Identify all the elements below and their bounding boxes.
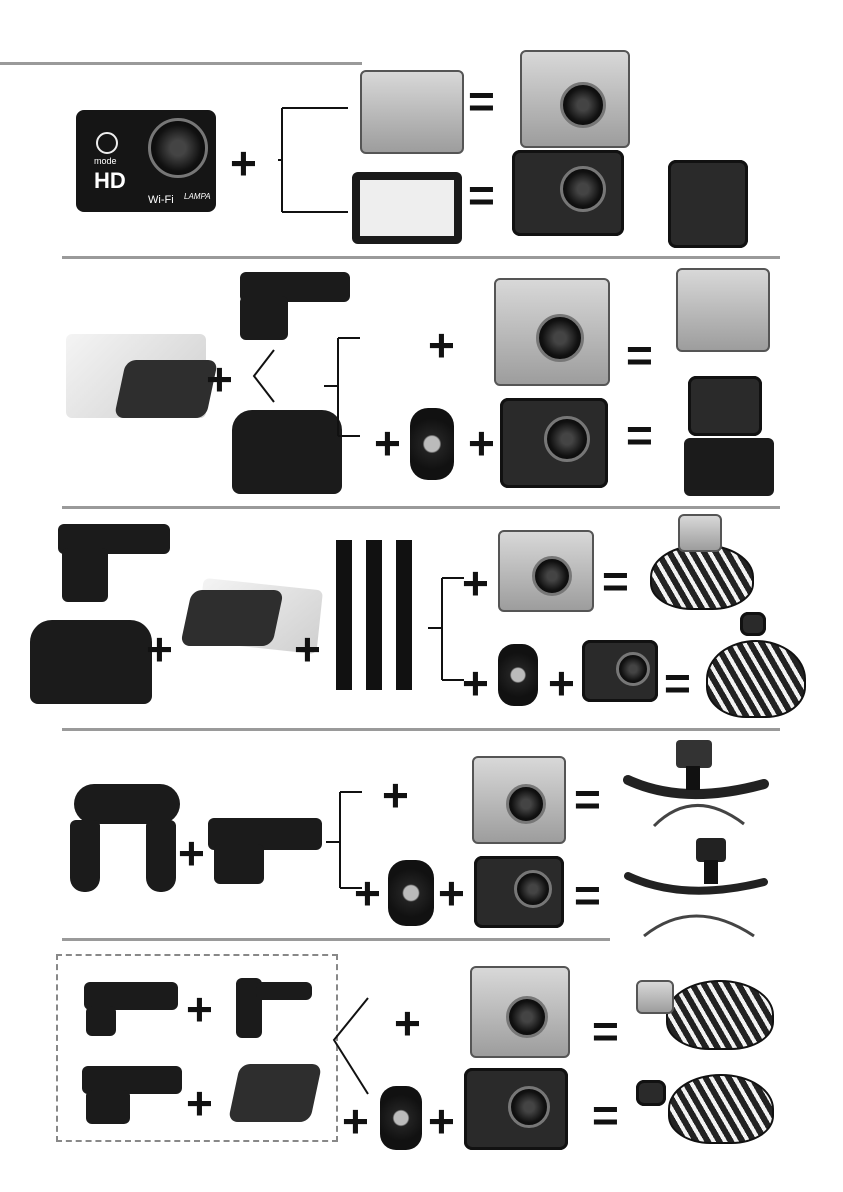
camera-lens bbox=[148, 118, 208, 178]
camera-in-case-icon bbox=[472, 756, 566, 844]
helmet-icon bbox=[666, 980, 774, 1050]
adhesive-mount-icon bbox=[114, 360, 218, 418]
section-divider-3 bbox=[62, 728, 780, 731]
equals-symbol: = bbox=[574, 872, 601, 918]
camera-lens bbox=[506, 996, 548, 1038]
camera-side-view-icon bbox=[668, 160, 748, 248]
helmet-camera-icon bbox=[740, 612, 766, 636]
frame-case-icon bbox=[352, 172, 462, 244]
head-strap-icon bbox=[336, 540, 426, 690]
adhesive-mount-icon bbox=[180, 590, 284, 646]
mounted-case-result-icon bbox=[676, 268, 770, 352]
plus-symbol: + bbox=[468, 420, 495, 466]
equals-symbol: = bbox=[468, 172, 495, 218]
hd-label: HD bbox=[94, 168, 126, 194]
camera-in-frame-icon bbox=[500, 398, 608, 488]
plus-symbol: + bbox=[382, 772, 409, 818]
buckle-mount-base-icon bbox=[62, 548, 108, 602]
camera-in-frame-icon bbox=[464, 1068, 568, 1150]
plus-symbol: + bbox=[438, 870, 465, 916]
power-button-icon bbox=[96, 132, 118, 154]
camera-lens bbox=[532, 556, 572, 596]
brand-label: LAMPA bbox=[184, 192, 211, 201]
buckle-mount-base-icon bbox=[214, 844, 264, 884]
mounted-frame-result-icon bbox=[688, 376, 762, 436]
tripod-adapter-icon bbox=[410, 408, 454, 480]
bracket-connector bbox=[278, 108, 358, 212]
helmet-camera-icon bbox=[678, 514, 722, 552]
plus-symbol: + bbox=[342, 1098, 369, 1144]
camera-lens bbox=[506, 784, 546, 824]
branch-lines bbox=[252, 350, 282, 404]
tripod-adapter-icon bbox=[388, 860, 434, 926]
buckle-mount-base-icon bbox=[86, 1090, 130, 1124]
camera-lens bbox=[536, 314, 584, 362]
equals-symbol: = bbox=[574, 776, 601, 822]
equals-symbol: = bbox=[626, 412, 653, 458]
buckle-mount-base-icon bbox=[240, 296, 288, 340]
plus-symbol: + bbox=[374, 420, 401, 466]
camera-lens bbox=[560, 82, 606, 128]
plus-symbol: + bbox=[178, 830, 205, 876]
bracket-connector bbox=[324, 336, 364, 440]
helmet-side-camera-icon bbox=[636, 1080, 666, 1106]
camera-in-case-icon bbox=[494, 278, 610, 386]
plus-symbol: + bbox=[428, 1098, 455, 1144]
plus-symbol: + bbox=[230, 140, 257, 186]
camera-in-frame-icon bbox=[512, 150, 624, 236]
camera-in-case-icon bbox=[520, 50, 630, 148]
plus-symbol: + bbox=[186, 986, 213, 1032]
section-divider-top bbox=[0, 62, 362, 65]
handlebar-mount-icon bbox=[74, 784, 180, 824]
pivot-arm-base-icon bbox=[86, 1006, 116, 1036]
bike-handlebar-icon bbox=[624, 836, 772, 940]
plus-symbol: + bbox=[548, 660, 575, 706]
plus-symbol: + bbox=[462, 560, 489, 606]
plus-symbol: + bbox=[186, 1080, 213, 1126]
plus-symbol: + bbox=[294, 626, 321, 672]
plus-symbol: + bbox=[428, 322, 455, 368]
camera-lens bbox=[514, 870, 552, 908]
equals-symbol: = bbox=[664, 660, 691, 706]
handlebar-mount-screw-left-icon bbox=[70, 820, 100, 892]
plus-symbol: + bbox=[354, 870, 381, 916]
camera-front-panel: mode HD Wi-Fi LAMPA bbox=[76, 110, 216, 212]
branch-lines bbox=[330, 996, 374, 1096]
camera-in-case-icon bbox=[498, 530, 594, 612]
j-hook-mount-icon bbox=[30, 620, 152, 704]
section-divider-2 bbox=[62, 506, 780, 509]
plus-symbol: + bbox=[394, 1000, 421, 1046]
adhesive-mount-icon bbox=[228, 1064, 322, 1122]
tripod-adapter-icon bbox=[498, 644, 538, 706]
equals-symbol: = bbox=[592, 1092, 619, 1138]
helmet-side-camera-icon bbox=[636, 980, 674, 1014]
plus-symbol: + bbox=[206, 356, 233, 402]
camera-lens bbox=[508, 1086, 550, 1128]
waterproof-case-icon bbox=[360, 70, 464, 154]
camera-lens bbox=[560, 166, 606, 212]
camera-lens bbox=[544, 416, 590, 462]
equals-symbol: = bbox=[602, 558, 629, 604]
section-divider-1 bbox=[62, 256, 780, 259]
plus-symbol: + bbox=[462, 660, 489, 706]
equals-symbol: = bbox=[468, 78, 495, 124]
mode-label: mode bbox=[94, 156, 117, 166]
helmet-icon bbox=[706, 640, 806, 718]
helmet-icon bbox=[650, 544, 754, 610]
equals-symbol: = bbox=[626, 332, 653, 378]
handlebar-mount-screw-right-icon bbox=[146, 820, 176, 892]
mounted-frame-base-icon bbox=[684, 438, 774, 496]
equals-symbol: = bbox=[592, 1008, 619, 1054]
helmet-icon bbox=[668, 1074, 774, 1144]
camera-lens bbox=[616, 652, 650, 686]
camera-in-frame-icon bbox=[474, 856, 564, 928]
camera-in-frame-icon bbox=[582, 640, 658, 702]
plus-symbol: + bbox=[146, 626, 173, 672]
bike-handlebar-icon bbox=[624, 736, 772, 832]
extension-arm-screw-icon bbox=[256, 982, 312, 1000]
section-divider-4 bbox=[62, 938, 610, 941]
camera-in-case-icon bbox=[470, 966, 570, 1058]
tripod-adapter-icon bbox=[380, 1086, 422, 1150]
wifi-label: Wi-Fi bbox=[148, 194, 174, 206]
